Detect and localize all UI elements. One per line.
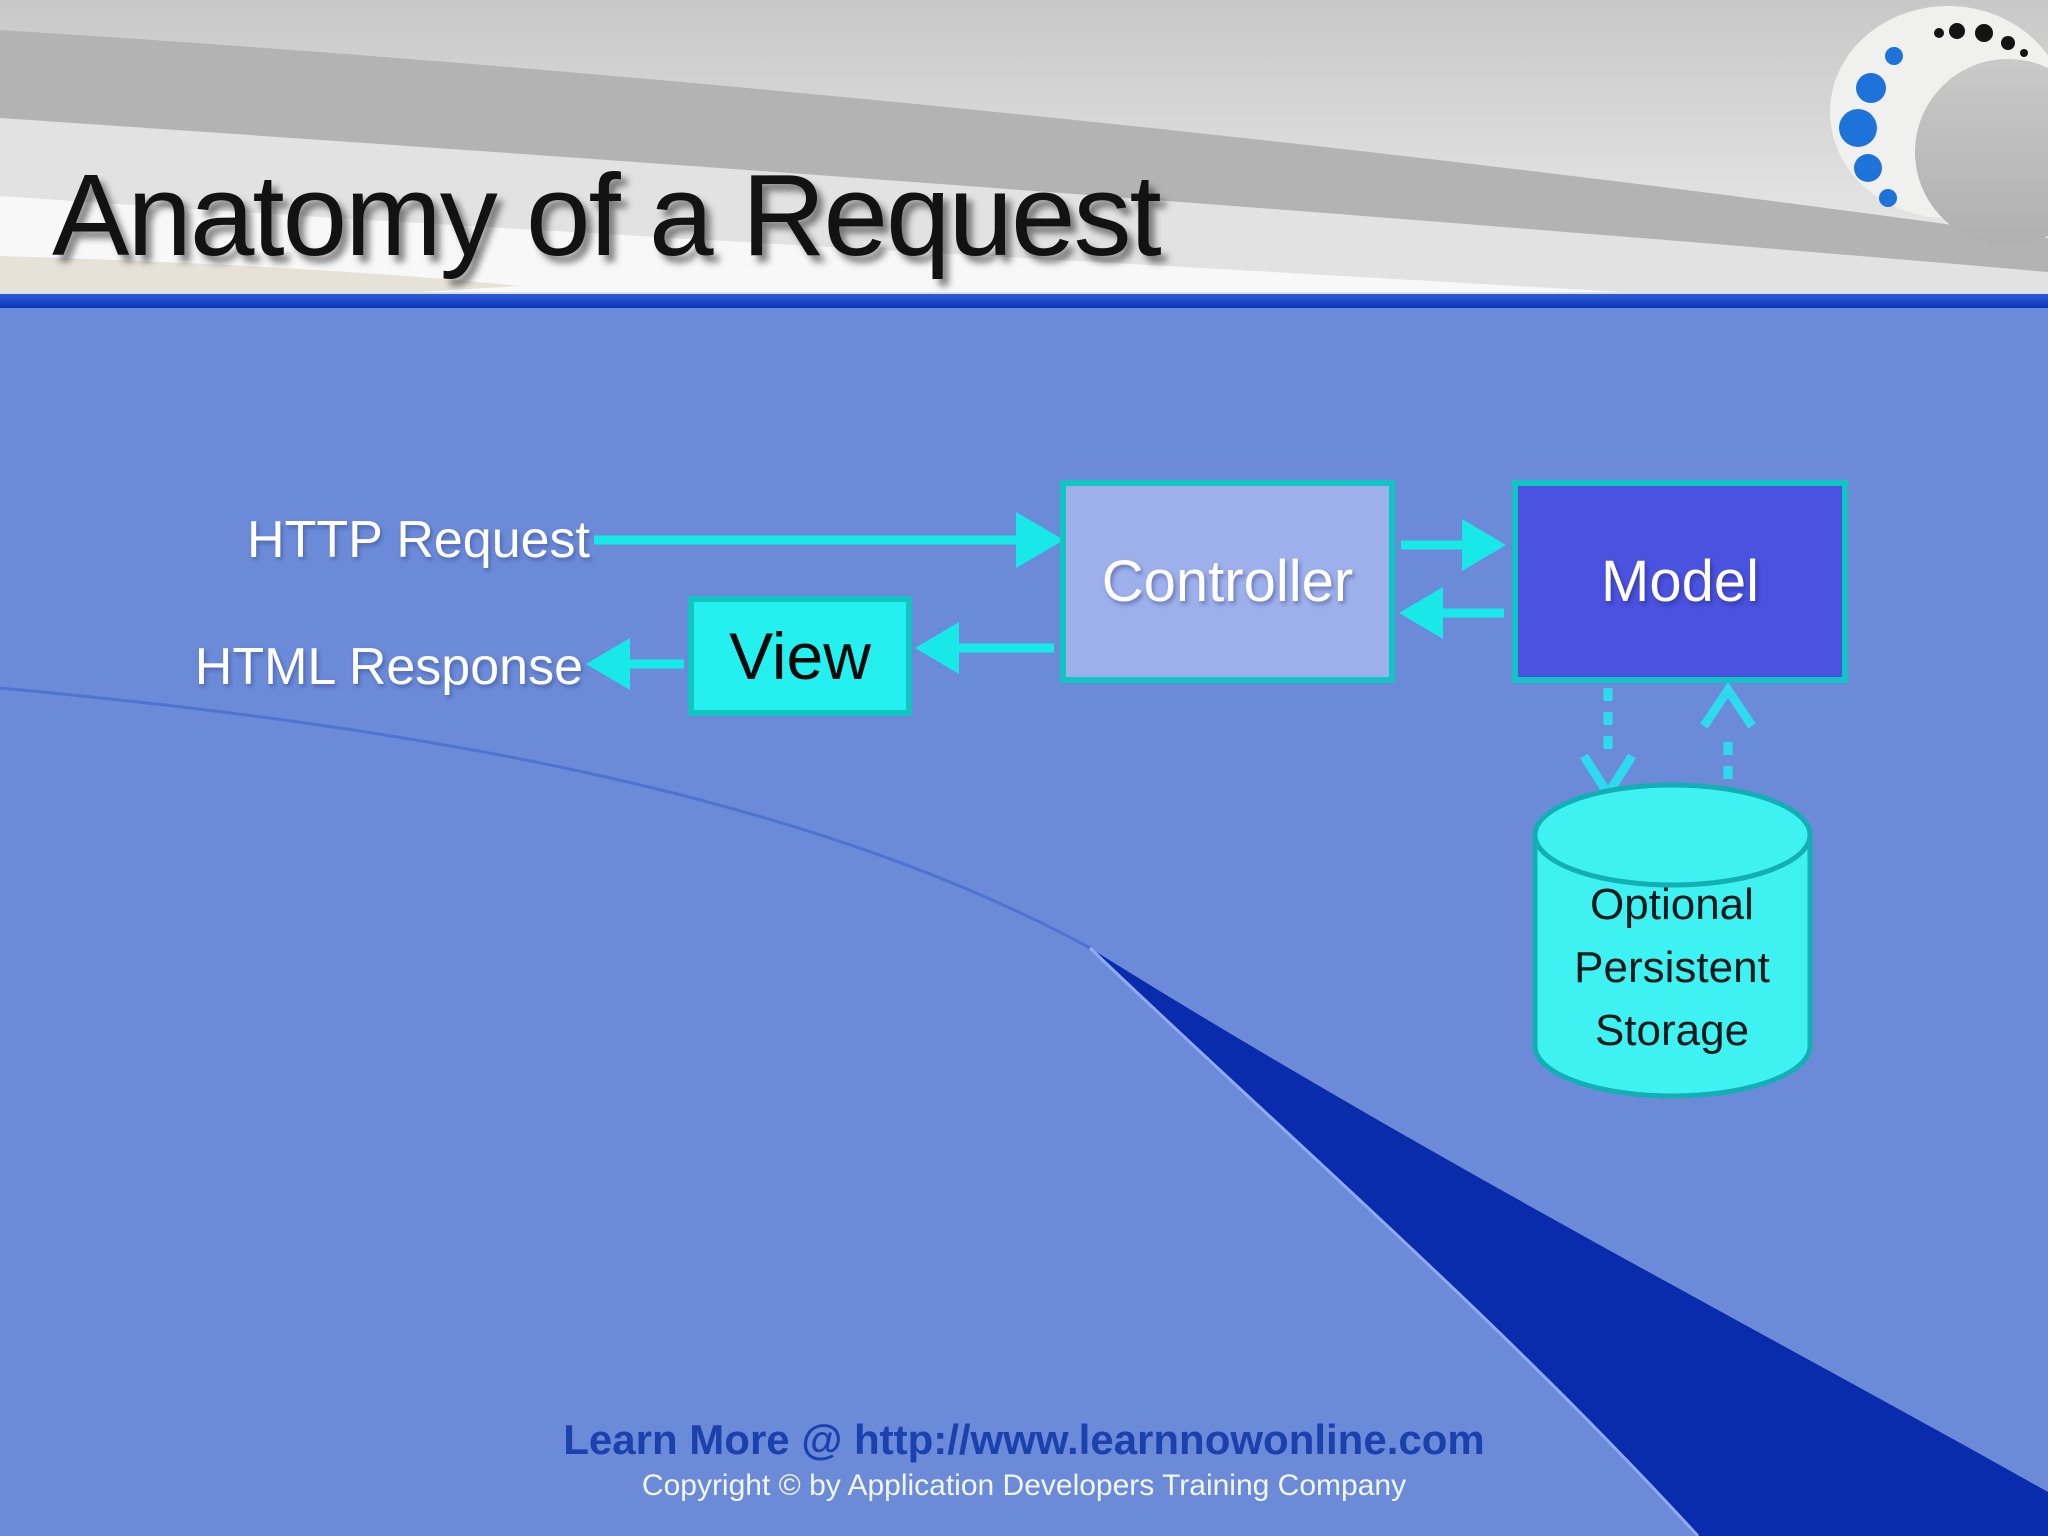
header-swoosh-tan (0, 256, 520, 292)
storage-label-line2: Persistent (1574, 943, 1770, 992)
http-request-label: HTTP Request (247, 511, 590, 569)
header-background (0, 0, 2048, 292)
controller-box: Controller (1060, 480, 1395, 683)
model-to-controller-arrowhead-icon (1399, 587, 1443, 639)
view-to-response-arrowhead-icon (586, 638, 630, 690)
view-box-label: View (729, 619, 871, 693)
view-box: View (688, 596, 912, 716)
header-banner: Anatomy of a Request (0, 0, 2048, 292)
footer: Learn More @ http://www.learnnowonline.c… (0, 1414, 2048, 1506)
background-curve-line (0, 686, 1091, 950)
controller-to-model-arrowhead-icon (1462, 519, 1506, 571)
model-box-label: Model (1601, 549, 1759, 614)
footer-copyright: Copyright © by Application Developers Tr… (641, 1469, 1407, 1502)
learnnowonline-logo-icon (1830, 6, 2048, 245)
corner-swoosh-wedge (1090, 948, 2048, 1536)
model-box: Model (1512, 480, 1848, 683)
controller-to-view-arrowhead-icon (915, 622, 959, 674)
controller-box-label: Controller (1101, 549, 1354, 614)
header-divider-bar (0, 292, 2048, 308)
flow-arrows (586, 512, 1506, 690)
http-request-arrowhead-icon (1016, 512, 1064, 568)
storage-to-model-arrowhead-icon (1700, 681, 1756, 729)
html-response-label: HTML Response (194, 638, 583, 696)
storage-label-line1: Optional (1590, 880, 1754, 929)
storage-label: Optional Persistent Storage (1522, 873, 1822, 1062)
storage-cylinder-icon (1532, 782, 1813, 1099)
storage-label-line3: Storage (1594, 1006, 1750, 1055)
page-title: Anatomy of a Request (52, 150, 1162, 280)
wedge-highlight-line (1088, 946, 1700, 1536)
header-swoosh-white (0, 196, 1620, 292)
footer-learn-more-link[interactable]: Learn More @ http://www.learnnowonline.c… (563, 1416, 1485, 1463)
